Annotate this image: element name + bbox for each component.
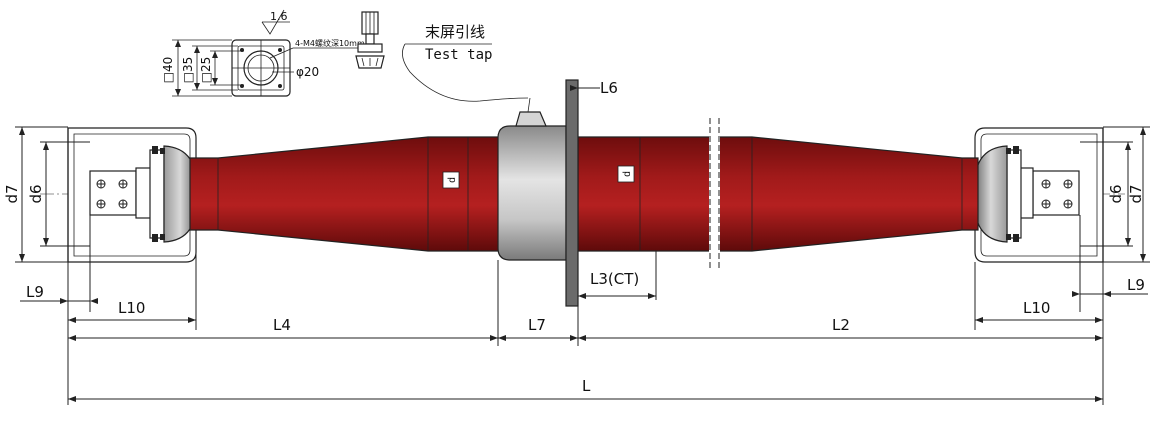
left-terminal [67,127,197,263]
right-terminal [974,127,1104,263]
dim-L7: L7 [528,316,546,334]
d-label-1: d [442,171,460,189]
ct-housing [497,79,579,307]
left-terminal-plate [89,170,137,216]
dim-d7-left: d7 [3,184,21,203]
left-condenser [189,136,501,252]
bushing-body [189,118,979,268]
roughness-symbol [261,9,285,35]
mounting-flange [565,79,579,307]
dim-d6-left: d6 [27,184,45,203]
svg-text:d: d [447,177,458,183]
dim-L4: L4 [273,316,291,334]
dimension-lines: d7 d6 d6 d7 L6 L3(CT) L9 L10 L9 L10 [3,40,1150,405]
right-condenser [577,136,979,252]
test-tap-detail: 1.6 □40 □35 □25 4-M4螺纹深10mm φ20 [161,9,385,97]
dim-L3: L3(CT) [590,270,639,288]
detail-dim-25: □25 [199,57,213,84]
break-gap [709,118,720,268]
dim-L10-right: L10 [1023,299,1050,317]
dim-L2: L2 [832,316,850,334]
detail-dim-35: □35 [181,57,195,84]
dim-L10-left: L10 [118,299,145,317]
dim-L: L [582,377,591,395]
dim-L9-left: L9 [26,283,44,301]
svg-text:d: d [622,171,633,177]
dim-d7-right: d7 [1127,184,1145,203]
tap-boss [515,111,547,127]
d-label-2: d [617,165,635,183]
tap-plug [355,11,385,69]
dim-L6: L6 [600,79,618,97]
right-terminal-plate [1032,170,1080,216]
detail-dim-20: φ20 [296,65,319,79]
tap-label-en: Test tap [425,47,492,63]
right-grading-shield [974,145,1008,243]
dim-d6-right: d6 [1107,184,1125,203]
thread-note: 4-M4螺纹深10mm [295,38,365,48]
roughness-value: 1.6 [270,10,288,23]
detail-dim-40: □40 [161,57,175,84]
dim-L9-right: L9 [1127,276,1145,294]
tap-label-cn: 末屏引线 [425,23,485,41]
tap-lead-wire [402,43,529,102]
